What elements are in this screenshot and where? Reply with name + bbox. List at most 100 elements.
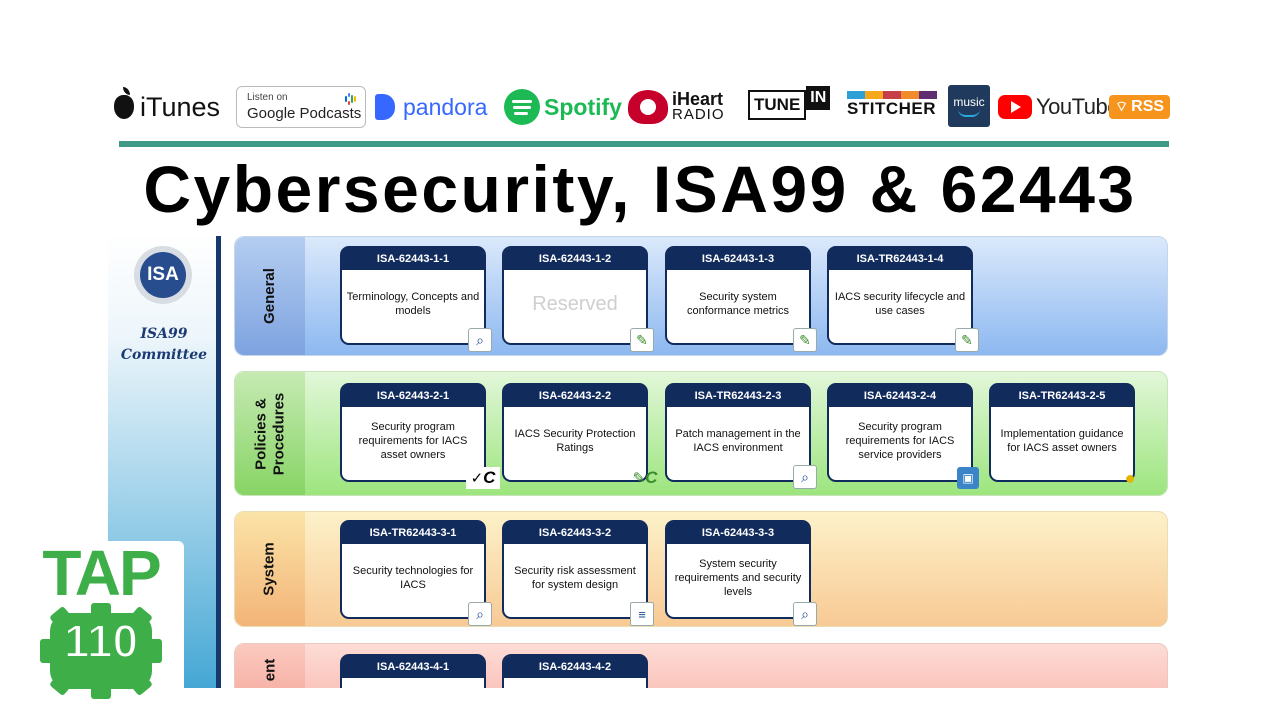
podcast-platforms-bar: iTunes Listen on Google Podcasts pandora… bbox=[114, 84, 1171, 130]
card-id: ISA-62443-4-1 bbox=[342, 656, 484, 678]
badge-c-label: C bbox=[645, 468, 658, 487]
card-title: Security program requirements for IACS s… bbox=[845, 420, 955, 461]
itunes-label: iTunes bbox=[140, 91, 221, 122]
rss-badge[interactable]: ⌔ RSS bbox=[1109, 95, 1171, 119]
card-id: ISA-TR62443-2-5 bbox=[991, 385, 1133, 407]
card-title: IACS Security Protection Ratings bbox=[514, 427, 636, 454]
card-title: System security requirements and securit… bbox=[674, 557, 802, 598]
amazon-music-logo[interactable]: music bbox=[948, 85, 990, 127]
band-policies: Policies & Procedures ISA-62443-2-1 Secu… bbox=[234, 371, 1168, 496]
pandora-p-icon bbox=[375, 94, 395, 120]
card-title: Security risk assessment for system desi… bbox=[514, 564, 636, 591]
tunein-in-label: IN bbox=[806, 86, 831, 110]
band-component-label: ent bbox=[261, 658, 278, 682]
band-policies-label-1: Policies & bbox=[252, 397, 270, 470]
spotify-logo[interactable]: Spotify bbox=[504, 84, 622, 130]
itunes-logo[interactable]: iTunes bbox=[114, 84, 220, 130]
youtube-logo[interactable]: YouTube bbox=[998, 84, 1119, 130]
episode-badge: TAP 110 bbox=[18, 541, 184, 703]
divider-rule bbox=[119, 141, 1169, 147]
pencil-c-icon: ✎C bbox=[632, 468, 658, 487]
amazon-music-label: music bbox=[953, 95, 985, 109]
card-id: ISA-62443-1-3 bbox=[667, 248, 809, 270]
card-id: ISA-TR62443-3-1 bbox=[342, 522, 484, 544]
stitcher-bars-icon bbox=[847, 91, 937, 99]
page-title: Cybersecurity, ISA99 & 62443 bbox=[143, 152, 1137, 226]
card-title: Reserved bbox=[532, 292, 618, 315]
pencil-doc-icon: ✎ bbox=[793, 328, 817, 352]
standard-card-2-4[interactable]: ISA-62443-2-4 Security program requireme… bbox=[827, 383, 979, 489]
pandora-label: pandora bbox=[403, 93, 488, 120]
iheart-radio-label: RADIO bbox=[672, 106, 725, 123]
card-id: ISA-TR62443-2-3 bbox=[667, 385, 809, 407]
stitcher-logo[interactable]: STITCHER bbox=[847, 91, 937, 123]
standard-card-1-2[interactable]: ISA-62443-1-2 Reserved ✎ bbox=[502, 246, 654, 352]
band-policies-tab bbox=[235, 372, 305, 495]
stitcher-label: STITCHER bbox=[847, 99, 936, 118]
card-id: ISA-TR62443-1-4 bbox=[829, 248, 971, 270]
band-general: General ISA-62443-1-1 Terminology, Conce… bbox=[234, 236, 1168, 356]
tunein-logo[interactable]: TUNE IN bbox=[748, 86, 831, 123]
standard-card-3-3[interactable]: ISA-62443-3-3 System security requiremen… bbox=[665, 520, 817, 626]
standard-card-4-1[interactable]: ISA-62443-4-1 bbox=[340, 654, 486, 688]
standard-card-2-1[interactable]: ISA-62443-2-1 Security program requireme… bbox=[340, 383, 500, 489]
standard-card-2-3[interactable]: ISA-TR62443-2-3 Patch management in the … bbox=[665, 383, 817, 489]
card-title: IACS security lifecycle and use cases bbox=[834, 290, 966, 317]
standard-card-1-4[interactable]: ISA-TR62443-1-4 IACS security lifecycle … bbox=[827, 246, 979, 352]
card-title: Security system conformance metrics bbox=[686, 290, 790, 317]
tap-label: TAP bbox=[42, 537, 161, 609]
standard-card-4-2[interactable]: ISA-62443-4-2 bbox=[502, 654, 648, 688]
committee-line-2: Committee bbox=[120, 347, 208, 363]
iheartradio-logo[interactable]: iHeart RADIO bbox=[628, 84, 725, 130]
card-id: ISA-62443-2-1 bbox=[342, 385, 484, 407]
lightbulb-icon: ● bbox=[1124, 467, 1136, 488]
google-podcasts-badge[interactable]: Listen on Google Podcasts bbox=[236, 86, 366, 128]
card-title: Patch management in the IACS environment bbox=[675, 427, 801, 454]
isa-logo-text: ISA bbox=[140, 252, 186, 298]
google-podcasts-icon bbox=[345, 93, 357, 105]
standard-card-1-1[interactable]: ISA-62443-1-1 Terminology, Concepts and … bbox=[340, 246, 492, 352]
amazon-smile-icon bbox=[958, 109, 980, 117]
card-id: ISA-62443-2-2 bbox=[504, 385, 646, 407]
magnify-doc-icon: ⌕ bbox=[468, 328, 492, 352]
rss-label: RSS bbox=[1131, 98, 1165, 115]
card-id: ISA-62443-4-2 bbox=[504, 656, 646, 678]
check-c-icon: ✓C bbox=[466, 467, 500, 489]
magnify-doc-icon: ⌕ bbox=[468, 602, 492, 626]
committee-line-1: ISA99 bbox=[140, 326, 188, 342]
standard-card-3-1[interactable]: ISA-TR62443-3-1 Security technologies fo… bbox=[340, 520, 492, 626]
committee-label: ISA99 Committee bbox=[108, 324, 220, 366]
badge-c-label: C bbox=[483, 468, 496, 487]
pandora-logo[interactable]: pandora bbox=[375, 84, 487, 130]
spotify-icon bbox=[504, 89, 540, 125]
band-general-tab bbox=[235, 237, 305, 355]
card-title: Terminology, Concepts and models bbox=[346, 290, 480, 317]
magnify-doc-icon: ⌕ bbox=[793, 465, 817, 489]
band-policies-label-2: Procedures bbox=[270, 392, 288, 475]
google-podcasts-label: Google Podcasts bbox=[247, 105, 362, 122]
card-title: Security program requirements for IACS a… bbox=[358, 420, 468, 461]
apple-icon bbox=[114, 87, 134, 119]
card-id: ISA-62443-3-2 bbox=[504, 522, 646, 544]
standard-card-2-2[interactable]: ISA-62443-2-2 IACS Security Protection R… bbox=[502, 383, 657, 487]
iheart-label: iHeart bbox=[672, 89, 724, 109]
card-title: Implementation guidance for IACS asset o… bbox=[1000, 427, 1124, 454]
isa62443-diagram: ISA ISA99 Committee General ISA-62443-1-… bbox=[108, 234, 1188, 688]
card-id: ISA-62443-3-3 bbox=[667, 522, 809, 544]
youtube-label: YouTube bbox=[1036, 94, 1119, 119]
standard-card-3-2[interactable]: ISA-62443-3-2 Security risk assessment f… bbox=[502, 520, 654, 626]
spotify-label: Spotify bbox=[544, 93, 622, 120]
rss-icon: ⌔ bbox=[1115, 98, 1129, 114]
gear-icon bbox=[40, 603, 162, 699]
standard-card-1-3[interactable]: ISA-62443-1-3 Security system conformanc… bbox=[665, 246, 817, 352]
tunein-tune-label: TUNE bbox=[748, 90, 807, 120]
standard-card-2-5[interactable]: ISA-TR62443-2-5 Implementation guidance … bbox=[989, 383, 1135, 488]
card-id: ISA-62443-2-4 bbox=[829, 385, 971, 407]
card-title: Security technologies for IACS bbox=[352, 564, 474, 591]
iheart-icon bbox=[628, 90, 668, 124]
episode-number: 110 bbox=[63, 614, 139, 668]
magnify-doc-icon: ⌕ bbox=[793, 602, 817, 626]
document-icon: ≡ bbox=[630, 602, 654, 626]
band-system-label: System bbox=[261, 542, 278, 596]
card-id: ISA-62443-1-2 bbox=[504, 248, 646, 270]
